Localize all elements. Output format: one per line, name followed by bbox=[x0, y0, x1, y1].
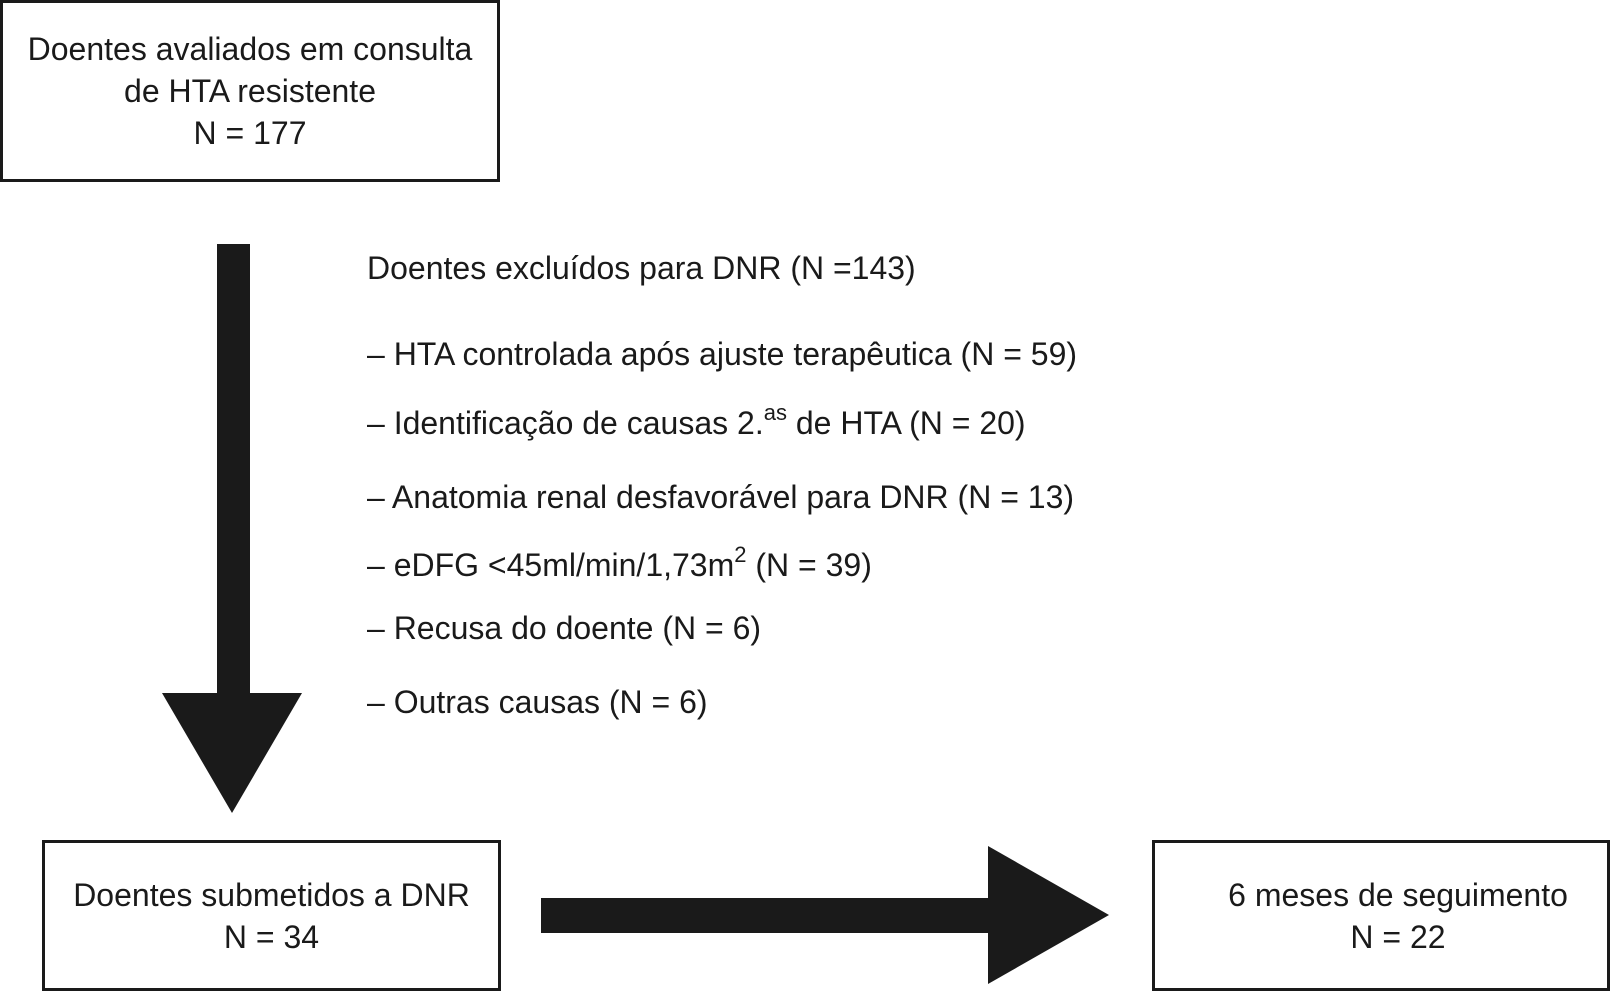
assessed-patients-line2: de HTA resistente bbox=[124, 73, 376, 109]
dnr-patients-label: Doentes submetidos a DNR bbox=[73, 876, 470, 913]
exclusion-item-superscript: 2 bbox=[734, 542, 747, 568]
exclusion-item-text: – Outras causas (N = 6) bbox=[367, 684, 708, 720]
exclusion-item-text: – Anatomia renal desfavorável para DNR (… bbox=[367, 479, 1075, 515]
exclusions-list: Doentes excluídos para DNR (N =143) – HT… bbox=[367, 248, 1077, 722]
exclusion-item-text: – HTA controlada após ajuste terapêutica… bbox=[367, 336, 1078, 372]
down-arrow-shaft bbox=[217, 244, 250, 696]
follow-up-count: N = 22 bbox=[1350, 918, 1446, 955]
exclusion-item-superscript: as bbox=[763, 400, 787, 426]
dnr-patients-box: Doentes submetidos a DNR N = 34 bbox=[42, 840, 501, 991]
right-arrow-shaft bbox=[541, 898, 993, 933]
right-arrow bbox=[541, 846, 1109, 984]
follow-up-box: 6 meses de seguimento N = 22 bbox=[1152, 840, 1610, 991]
exclusion-item: – Outras causas (N = 6) bbox=[367, 682, 1077, 722]
exclusion-item-text: – Identificação de causas 2. bbox=[367, 405, 764, 441]
follow-up-label: 6 meses de seguimento bbox=[1228, 876, 1568, 913]
exclusion-item: – Identificação de causas 2.as de HTA (N… bbox=[367, 400, 1077, 443]
exclusion-item-text: – Recusa do doente (N = 6) bbox=[367, 610, 762, 646]
exclusion-item: – HTA controlada após ajuste terapêutica… bbox=[367, 334, 1077, 374]
exclusion-item: – Anatomia renal desfavorável para DNR (… bbox=[367, 477, 1077, 517]
down-arrow bbox=[162, 244, 302, 813]
exclusion-item: – eDFG <45ml/min/1,73m2 (N = 39) bbox=[367, 542, 1077, 585]
right-arrow-head bbox=[988, 846, 1109, 984]
dnr-patients-count: N = 34 bbox=[223, 918, 320, 955]
assessed-patients-box: Doentes avaliados em consulta de HTA res… bbox=[0, 0, 500, 182]
exclusions-heading: Doentes excluídos para DNR (N =143) bbox=[367, 250, 916, 286]
exclusion-item-suffix: de HTA (N = 20) bbox=[786, 405, 1026, 441]
down-arrow-head bbox=[162, 693, 302, 813]
exclusion-item: – Recusa do doente (N = 6) bbox=[367, 608, 1077, 648]
exclusion-item-text: – eDFG <45ml/min/1,73m bbox=[367, 547, 735, 583]
exclusion-item-suffix: (N = 39) bbox=[746, 547, 872, 583]
assessed-patients-count: N = 177 bbox=[193, 115, 307, 151]
assessed-patients-line1: Doentes avaliados em consulta bbox=[27, 31, 473, 67]
